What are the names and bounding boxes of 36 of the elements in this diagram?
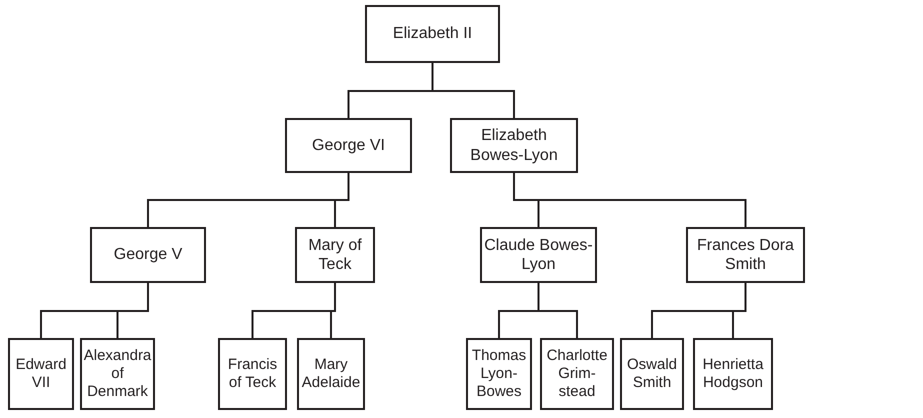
person-box <box>297 338 365 410</box>
person-name: Claude Bowes-Lyon <box>484 236 593 274</box>
person-box <box>218 338 287 410</box>
connector-line <box>513 173 746 227</box>
person-name: Francis of Teck <box>226 356 278 392</box>
person-box <box>8 338 74 410</box>
person-name: George V <box>114 245 182 265</box>
person-name: Elizabeth Bowes-Lyon <box>469 126 559 165</box>
person-name: Mary Adelaide <box>301 356 361 392</box>
person-box <box>450 118 578 173</box>
connector-line <box>334 173 350 227</box>
person-name: Mary of Teck <box>307 236 363 274</box>
connector-line <box>116 283 149 338</box>
person-name: Thomas Lyon-Bowes <box>470 347 528 401</box>
person-box <box>365 5 500 63</box>
connector-line <box>732 283 746 338</box>
person-box <box>480 227 597 283</box>
connector-line <box>432 63 515 118</box>
person-box <box>466 338 532 410</box>
person-name: Oswald Smith <box>626 356 678 392</box>
person-name: Alexandra of Denmark <box>84 347 152 401</box>
person-box <box>90 227 206 283</box>
person-box <box>285 118 412 173</box>
person-box <box>295 227 375 283</box>
person-box <box>540 338 614 410</box>
person-name: Frances Dora Smith <box>696 236 795 274</box>
person-name: Charlotte Grim-stead <box>546 347 608 401</box>
person-name: Edward VII <box>14 356 68 392</box>
connector-line <box>330 283 336 338</box>
person-name: Elizabeth II <box>392 24 472 44</box>
person-name: George VI <box>312 136 385 156</box>
person-name: Henrietta Hodgson <box>702 356 764 392</box>
person-box <box>80 338 155 410</box>
person-box <box>693 338 773 410</box>
person-box <box>686 227 805 283</box>
person-box <box>620 338 684 410</box>
